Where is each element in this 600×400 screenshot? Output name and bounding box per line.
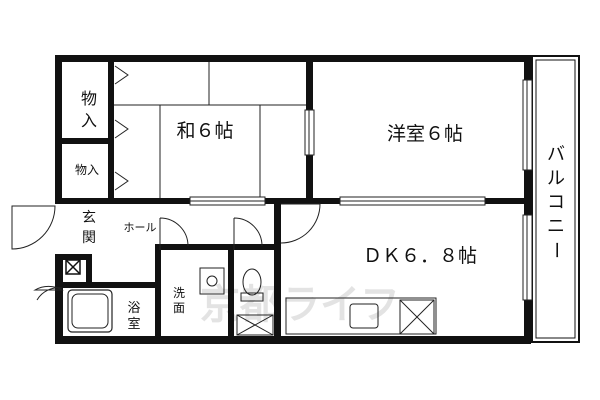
balcony-outline xyxy=(531,55,580,343)
room-label-washitsu: 和６帖 xyxy=(176,120,233,142)
closet-marks xyxy=(114,65,129,191)
bathtub xyxy=(67,289,113,333)
label-yokushitsu-1: 浴 xyxy=(127,301,140,316)
room-label-yoshitsu: 洋室６帖 xyxy=(387,123,463,145)
label-genkan-2: 関 xyxy=(82,230,96,246)
room-label-dk: ＤＫ６．８帖 xyxy=(363,245,477,267)
label-senmen-1: 洗 xyxy=(173,286,185,300)
door-swings xyxy=(11,203,321,301)
label-balcony-4: ニ xyxy=(547,216,565,237)
label-balcony-5: ー xyxy=(545,241,566,259)
label-balcony-3: コ xyxy=(547,192,565,213)
label-genkan-1: 玄 xyxy=(82,209,96,226)
balcony-railing xyxy=(535,59,576,339)
label-yokushitsu-2: 室 xyxy=(127,316,140,332)
label-monoire-small: 物入 xyxy=(75,163,99,177)
label-balcony-1: バ xyxy=(547,144,565,165)
fridge-space xyxy=(399,299,435,335)
kitchen-counter xyxy=(285,297,437,335)
toilet xyxy=(242,268,262,296)
label-balcony-2: ル xyxy=(547,168,565,189)
label-hall: ホール xyxy=(124,221,157,234)
sink-icon xyxy=(349,303,379,329)
sliding-doors xyxy=(189,79,533,301)
label-monoire-top-1: 物 xyxy=(81,89,97,108)
tatami-lines xyxy=(114,62,306,198)
label-monoire-top-2: 入 xyxy=(81,111,97,130)
washbasin xyxy=(199,267,225,295)
label-senmen-2: 面 xyxy=(173,301,185,315)
washer-pan xyxy=(236,314,274,336)
